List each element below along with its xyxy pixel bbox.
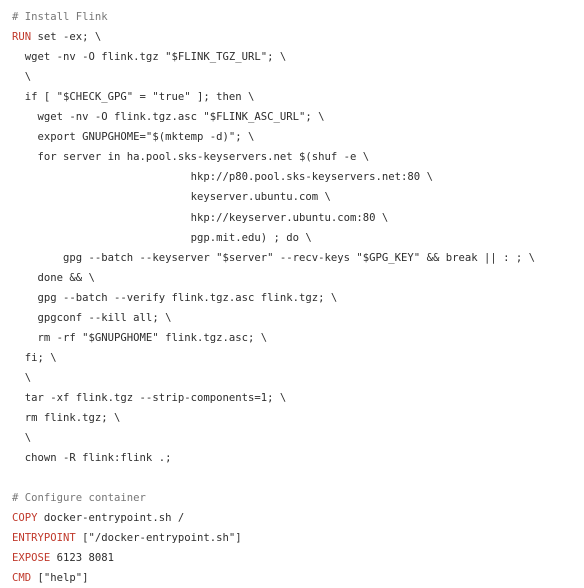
code-line: rm flink.tgz; \	[12, 408, 121, 428]
code-line: if [ "$CHECK_GPG" = "true" ]; then \	[12, 87, 255, 107]
code-line: EXPOSE 6123 8081	[12, 548, 114, 568]
code-text: tar -xf flink.tgz --strip-components=1; …	[12, 391, 287, 404]
code-line: hkp://keyserver.ubuntu.com:80 \	[12, 208, 389, 228]
code-text: if [ "$CHECK_GPG" = "true" ]; then \	[12, 91, 255, 104]
code-text: \	[12, 371, 32, 384]
code-line: RUN set -ex; \	[12, 27, 101, 47]
dockerfile-instruction: ENTRYPOINT	[12, 532, 76, 545]
code-line: ENTRYPOINT ["/docker-entrypoint.sh"]	[12, 528, 242, 548]
code-line: COPY docker-entrypoint.sh /	[12, 508, 184, 528]
code-text: pgp.mit.edu) ; do \	[12, 231, 312, 244]
code-text: ["/docker-entrypoint.sh"]	[75, 532, 242, 545]
code-text: rm flink.tgz; \	[12, 412, 121, 424]
code-line: fi; \	[12, 348, 57, 368]
code-text: gpgconf --kill all; \	[12, 311, 172, 324]
code-line: gpg --batch --keyserver "$server" --recv…	[12, 248, 535, 268]
code-line: chown -R flink:flink .;	[12, 448, 172, 468]
code-line: \	[12, 368, 31, 388]
code-text: for server in ha.pool.sks-keyservers.net…	[12, 151, 370, 164]
code-comment: # Configure container	[12, 492, 146, 505]
code-line: wget -nv -O flink.tgz "$FLINK_TGZ_URL"; …	[12, 47, 287, 67]
dockerfile-instruction: RUN	[12, 31, 32, 44]
code-line: CMD ["help"]	[12, 568, 89, 588]
code-line: \	[12, 428, 31, 448]
code-text: \	[12, 71, 32, 84]
code-line: \	[12, 67, 31, 87]
code-text: \	[12, 432, 32, 445]
code-line: wget -nv -O flink.tgz.asc "$FLINK_ASC_UR…	[12, 107, 325, 127]
code-line: rm -rf "$GNUPGHOME" flink.tgz.asc; \	[12, 328, 268, 348]
code-line: gpg --batch --verify flink.tgz.asc flink…	[12, 288, 338, 308]
code-line: hkp://p80.pool.sks-keyservers.net:80 \	[12, 167, 433, 187]
code-text: docker-entrypoint.sh /	[37, 512, 185, 525]
code-line: gpgconf --kill all; \	[12, 308, 172, 328]
code-text: wget -nv -O flink.tgz.asc "$FLINK_ASC_UR…	[12, 111, 325, 124]
code-line: done && \	[12, 268, 95, 288]
code-comment: # Install Flink	[12, 11, 108, 23]
code-text: hkp://keyserver.ubuntu.com:80 \	[12, 211, 389, 224]
code-text: fi; \	[12, 351, 57, 364]
code-line: # Install Flink	[12, 7, 108, 27]
code-text: gpg --batch --keyserver "$server" --recv…	[12, 251, 535, 264]
code-text: 6123 8081	[50, 552, 115, 565]
code-line: keyserver.ubuntu.com \	[12, 187, 331, 207]
code-text: keyserver.ubuntu.com \	[12, 191, 331, 204]
code-line: # Configure container	[12, 488, 146, 508]
code-line: tar -xf flink.tgz --strip-components=1; …	[12, 388, 287, 408]
code-text: gpg --batch --verify flink.tgz.asc flink…	[12, 291, 338, 304]
code-text: done && \	[12, 271, 95, 284]
code-text: export GNUPGHOME="$(mktemp -d)"; \	[12, 131, 255, 144]
dockerfile-instruction: CMD	[12, 572, 32, 585]
code-line: pgp.mit.edu) ; do \	[12, 228, 312, 248]
code-line: export GNUPGHOME="$(mktemp -d)"; \	[12, 127, 255, 147]
code-text: hkp://p80.pool.sks-keyservers.net:80 \	[12, 171, 433, 184]
code-line: for server in ha.pool.sks-keyservers.net…	[12, 147, 370, 167]
code-text: ["help"]	[31, 572, 89, 585]
code-text: set -ex; \	[31, 31, 102, 44]
dockerfile-instruction: EXPOSE	[12, 552, 51, 565]
code-text: rm -rf "$GNUPGHOME" flink.tgz.asc; \	[12, 331, 268, 344]
code-text: chown -R flink:flink .;	[12, 452, 172, 465]
code-text: wget -nv -O flink.tgz "$FLINK_TGZ_URL"; …	[12, 51, 287, 64]
dockerfile-instruction: COPY	[12, 512, 38, 525]
